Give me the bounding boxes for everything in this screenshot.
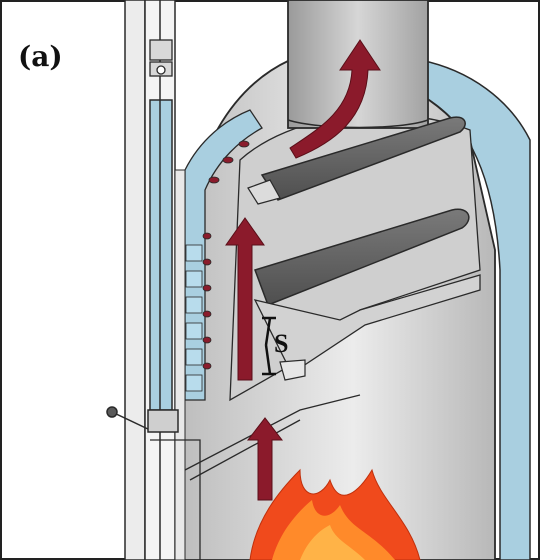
panel-label: (a) [18, 40, 63, 73]
gap-label: S [274, 329, 288, 358]
door-frame [125, 0, 175, 560]
door-hinge [150, 40, 172, 76]
door-glass [175, 170, 185, 560]
deflector-bracket [280, 360, 305, 380]
